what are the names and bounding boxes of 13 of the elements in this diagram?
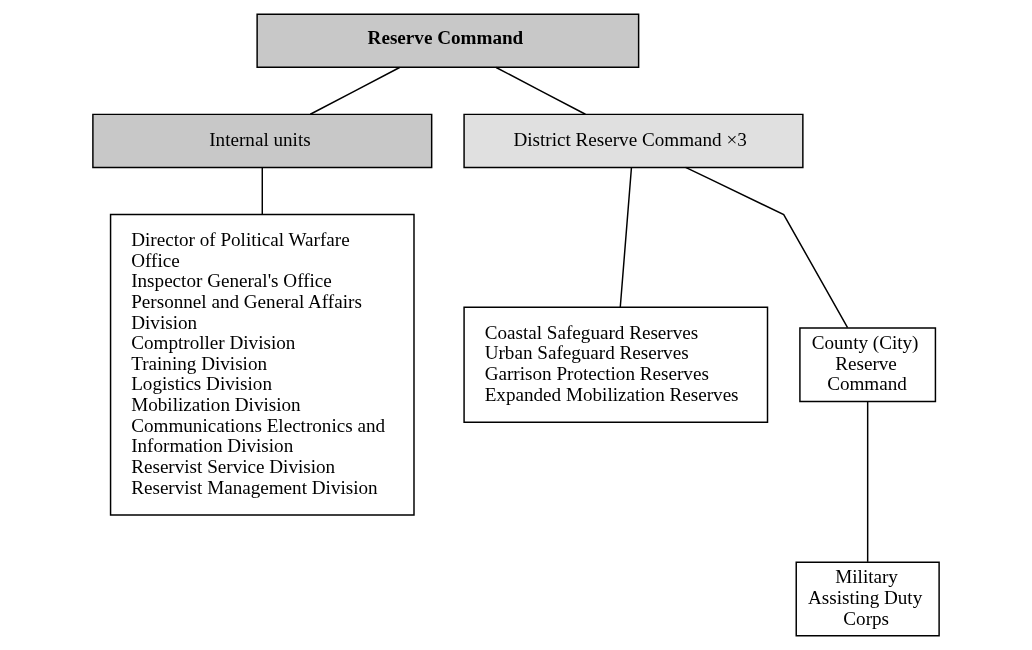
connector <box>495 66 587 115</box>
connector <box>684 166 849 329</box>
connector <box>309 66 401 115</box>
connector <box>261 166 263 216</box>
node-box: Internal units <box>92 113 433 169</box>
node-box: District Reserve Command ×3 <box>463 113 804 169</box>
node-box: Reserve Command <box>256 13 640 68</box>
node-box: Coastal Safeguard Reserves Urban Safeguard Reserves Garrison Protection Reserves Expanded Mobilization Reserves <box>463 306 769 423</box>
connector <box>866 401 869 563</box>
node-box: Military Assisting Duty Corps <box>795 561 940 637</box>
node-box: Director of Political Warfare Office Inspector General's Office Personnel and General Affairs Division Comptroller Division Training Division Logistics Division Mobilization Division Communications Electronics and Information Division Reservist Service Division Reservist Management Division <box>109 213 415 516</box>
node-box: County (City) Reserve Command <box>799 327 937 403</box>
connector <box>619 166 633 308</box>
